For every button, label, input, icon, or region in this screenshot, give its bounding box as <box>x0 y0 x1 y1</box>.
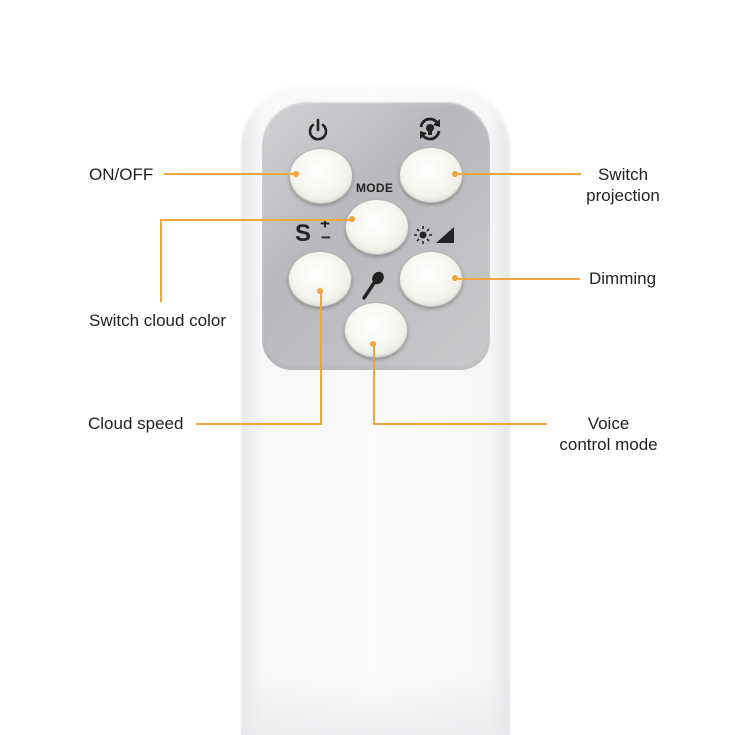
cloud-speed-leader-h <box>196 423 322 425</box>
switch-projection-label: Switch projection <box>578 164 668 206</box>
cloud-color-leader-v <box>160 219 162 302</box>
voice-leader-dot <box>370 341 376 347</box>
remote-bottom-shade <box>241 675 510 735</box>
projection-leader-dot <box>452 171 458 177</box>
cloud-speed-leader-dot <box>317 288 323 294</box>
switch-projection-line2: projection <box>586 186 660 205</box>
cloud-speed-leader-v <box>320 292 322 424</box>
minus-sign: − <box>321 228 331 247</box>
projection-leader <box>457 173 581 175</box>
on-off-label: ON/OFF <box>89 165 154 184</box>
on-off-leader <box>164 173 298 175</box>
switch-projection-line1: Switch <box>597 165 649 184</box>
voice-button[interactable] <box>344 302 408 358</box>
mode-label: MODE <box>356 181 394 195</box>
cloud-color-leader-dot <box>349 216 355 222</box>
dimming-leader-dot <box>452 275 458 281</box>
cloud-color-leader-h <box>161 219 353 221</box>
switch-cloud-color-label: Switch cloud color <box>89 311 227 330</box>
power-button[interactable] <box>289 148 353 204</box>
voice-leader-v <box>373 345 375 424</box>
microphone-icon <box>362 271 384 300</box>
plus-sign: + <box>320 214 330 233</box>
power-icon <box>308 118 328 141</box>
voice-control-line1: Voice <box>587 414 630 433</box>
rotate-projection-icon <box>419 117 441 141</box>
dimming-label: Dimming <box>589 269 657 288</box>
voice-leader-h <box>373 423 547 425</box>
dimming-leader <box>456 278 580 280</box>
speed-letter: S <box>295 220 312 247</box>
voice-control-line2: control mode <box>559 435 658 454</box>
cloud-speed-label: Cloud speed <box>88 414 184 433</box>
brightness-icon <box>414 226 454 244</box>
voice-control-label: Voice control mode <box>551 413 666 455</box>
mode-button[interactable] <box>345 199 409 255</box>
on-off-leader-dot <box>293 171 299 177</box>
